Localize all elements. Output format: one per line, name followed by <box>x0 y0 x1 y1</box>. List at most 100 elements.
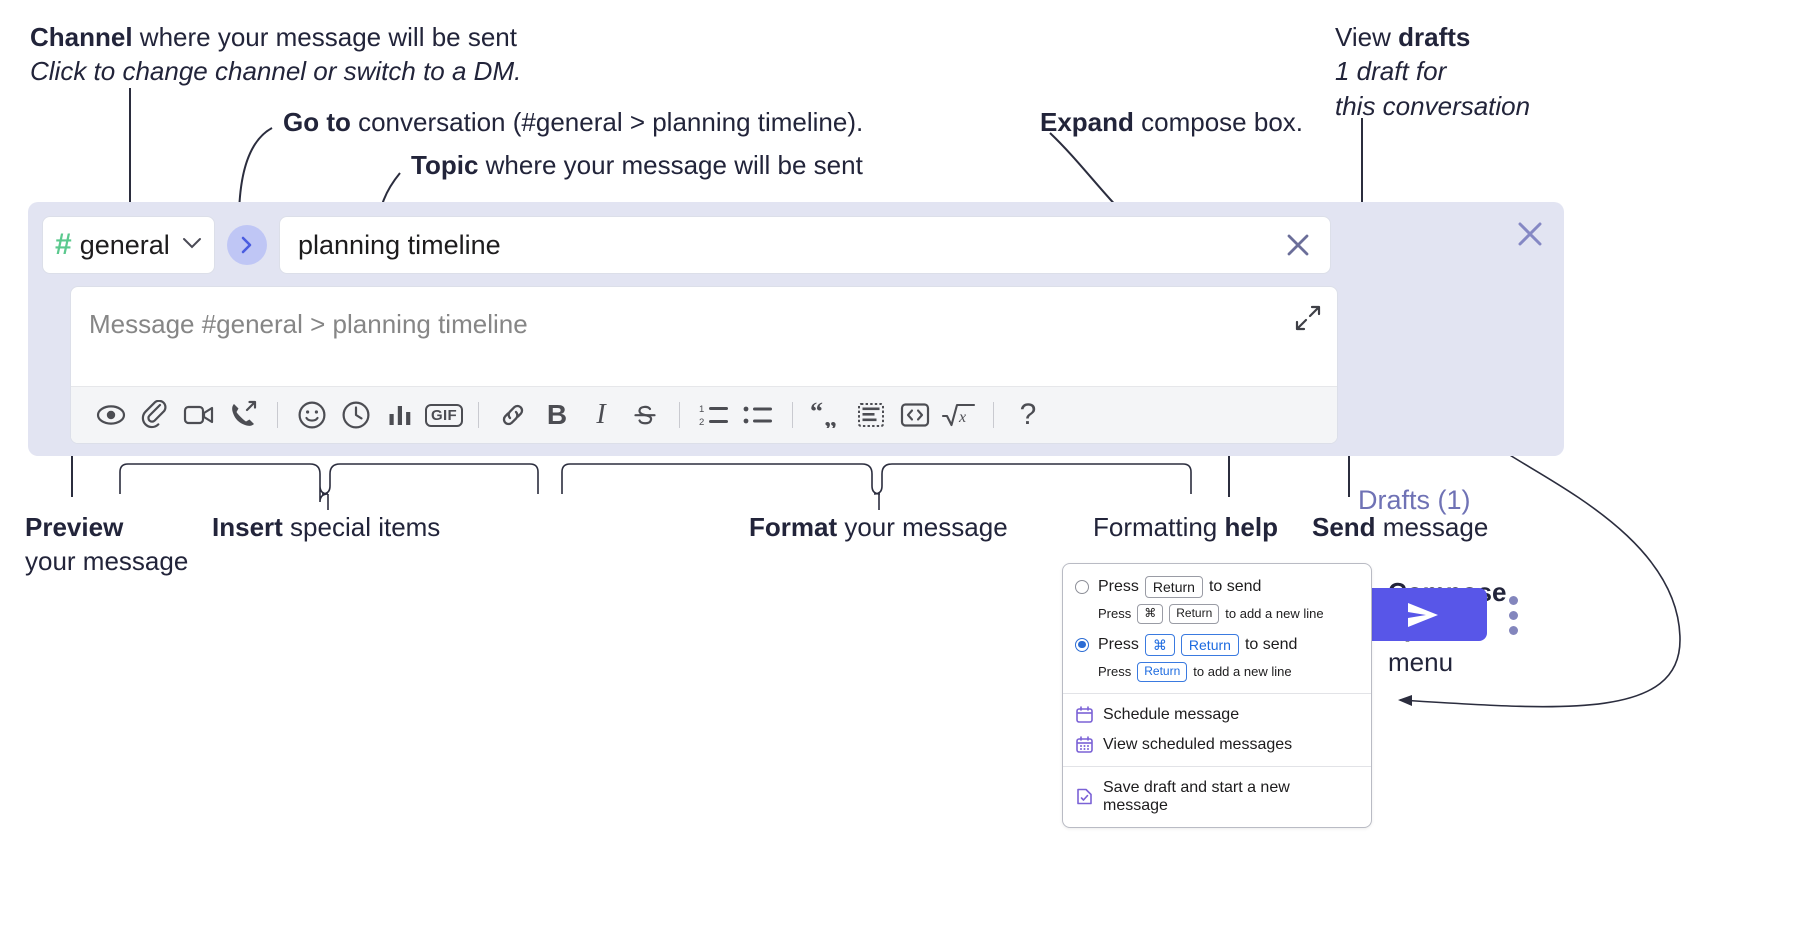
toolbar-divider <box>792 402 793 428</box>
annotation-help: Formatting help <box>1093 510 1278 544</box>
message-input-box[interactable]: Message #general > planning timeline <box>70 286 1338 444</box>
menu-divider <box>1063 692 1371 694</box>
clear-topic-icon[interactable] <box>1282 229 1314 261</box>
annotation-drafts-bold: drafts <box>1398 22 1471 52</box>
menu-item-view-scheduled-messages[interactable]: View scheduled messages <box>1063 730 1371 760</box>
strikethrough-icon[interactable] <box>623 393 667 437</box>
compose-options-menu: Press Return to send Press ⌘ Return to a… <box>1062 563 1372 828</box>
bar-chart-icon[interactable] <box>378 393 422 437</box>
option1-sub-key-return: Return <box>1169 604 1220 624</box>
send-button[interactable] <box>1359 588 1487 641</box>
option2-key-return: Return <box>1180 633 1239 656</box>
italic-icon[interactable]: I <box>579 393 623 437</box>
hash-icon: # <box>55 228 72 261</box>
menu-item-schedule-message[interactable]: Schedule message <box>1063 700 1371 730</box>
compose-options-kebab-icon[interactable] <box>1509 596 1518 641</box>
menu-item-label: Schedule message <box>1103 705 1240 723</box>
annotation-channel-bold: Channel <box>30 22 133 52</box>
annotation-drafts: View drafts 1 draft for this conversatio… <box>1335 20 1530 123</box>
option2-sub-press: Press <box>1098 664 1132 680</box>
annotation-insert-bold: Insert <box>212 512 283 542</box>
math-icon[interactable]: x <box>937 393 981 437</box>
annotation-topic-rest: where your message will be sent <box>478 150 863 180</box>
annotation-channel: Channel where your message will be sent … <box>30 20 521 89</box>
annotation-topic: Topic where your message will be sent <box>411 148 863 182</box>
annotation-drafts-italic2: this conversation <box>1335 90 1531 121</box>
option1-press: Press <box>1098 578 1139 596</box>
emoji-icon[interactable] <box>290 393 334 437</box>
preview-eye-icon[interactable] <box>89 393 133 437</box>
compose-widget: # general planning timeline Message #gen… <box>28 202 1564 641</box>
annotation-drafts-plain: View <box>1335 22 1399 52</box>
formatting-help-icon[interactable]: ? <box>1006 393 1050 437</box>
chevron-right-icon <box>241 236 252 254</box>
topic-input[interactable]: planning timeline <box>279 216 1331 274</box>
phone-arrow-icon[interactable] <box>221 393 265 437</box>
compose-header-row: # general planning timeline <box>42 216 1331 274</box>
menu-divider <box>1063 765 1371 767</box>
annotation-send-bold: Send <box>1312 512 1376 542</box>
annotation-preview: Preview your message <box>25 510 188 579</box>
annotation-format-rest: your message <box>837 512 1008 542</box>
bullet-list-icon[interactable] <box>736 393 780 437</box>
annotation-send: Send message <box>1312 510 1488 544</box>
annotation-goto-bold: Go to <box>283 107 351 137</box>
annotation-channel-italic: Click to change channel or switch to a D… <box>30 56 522 87</box>
annotation-expand-bold: Expand <box>1040 107 1134 137</box>
annotation-expand: Expand compose box. <box>1040 105 1303 139</box>
inline-code-icon[interactable] <box>893 393 937 437</box>
menu-item-save-draft[interactable]: Save draft and start a new message <box>1063 773 1371 821</box>
gif-label: GIF <box>425 403 463 427</box>
toolbar-divider <box>993 402 994 428</box>
annotation-preview-bold: Preview <box>25 512 124 542</box>
chevron-down-icon <box>182 235 202 255</box>
menu-item-label: View scheduled messages <box>1103 735 1293 753</box>
clock-icon[interactable] <box>334 393 378 437</box>
annotation-format: Format your message <box>749 510 1008 544</box>
option1-sub-key-cmd: ⌘ <box>1137 604 1164 624</box>
annotation-help-plain: Formatting <box>1093 512 1225 542</box>
channel-selector-button[interactable]: # general <box>42 216 215 274</box>
option1-sub-press: Press <box>1098 606 1132 622</box>
radio-unselected-icon <box>1075 580 1089 595</box>
video-camera-icon[interactable] <box>177 393 221 437</box>
blockquote-icon[interactable]: “„ <box>805 393 849 437</box>
option2-key-cmd: ⌘ <box>1144 633 1175 656</box>
option2-subtext: Press Return to add a new line <box>1063 658 1371 684</box>
bold-icon[interactable]: B <box>535 393 579 437</box>
kebab-dot <box>1509 596 1518 605</box>
annotation-send-rest: message <box>1375 512 1489 542</box>
menu-option-return-to-send[interactable]: Press Return to send <box>1063 574 1371 600</box>
schedule-section: Schedule message View scheduled messages <box>1063 694 1371 766</box>
option2-press: Press <box>1098 635 1139 653</box>
svg-text:1: 1 <box>699 404 704 415</box>
radio-selected-icon <box>1075 637 1089 652</box>
kebab-dot <box>1509 626 1518 635</box>
menu-item-label: Save draft and start a new message <box>1103 778 1290 814</box>
expand-compose-icon[interactable] <box>1293 303 1323 338</box>
annotation-goto-rest: conversation (#general > planning timeli… <box>350 107 864 137</box>
save-draft-icon <box>1075 788 1093 806</box>
close-compose-icon[interactable] <box>1512 216 1548 257</box>
annotation-compose-options-rest: menu <box>1388 647 1454 678</box>
menu-option-cmd-return-to-send[interactable]: Press ⌘ Return to send <box>1063 632 1371 658</box>
svg-text:2: 2 <box>699 417 704 428</box>
option1-key: Return <box>1144 576 1203 599</box>
option2-tail: to send <box>1244 635 1298 653</box>
option1-subtext: Press ⌘ Return to add a new line <box>1063 600 1371 626</box>
goto-conversation-button[interactable] <box>227 225 267 265</box>
topic-value: planning timeline <box>298 229 501 260</box>
annotation-preview-line2: your message <box>25 546 189 577</box>
link-icon[interactable] <box>491 393 535 437</box>
annotation-insert-rest: special items <box>282 512 441 542</box>
paperclip-icon[interactable] <box>133 393 177 437</box>
help-glyph: ? <box>1019 398 1037 431</box>
annotation-channel-rest: where your message will be sent <box>132 22 517 52</box>
channel-name-label: general <box>79 229 170 260</box>
gif-icon[interactable]: GIF <box>422 393 466 437</box>
code-block-icon[interactable] <box>849 393 893 437</box>
drafts-link[interactable]: Drafts (1) <box>1358 485 1471 515</box>
option1-tail: to send <box>1208 578 1262 596</box>
